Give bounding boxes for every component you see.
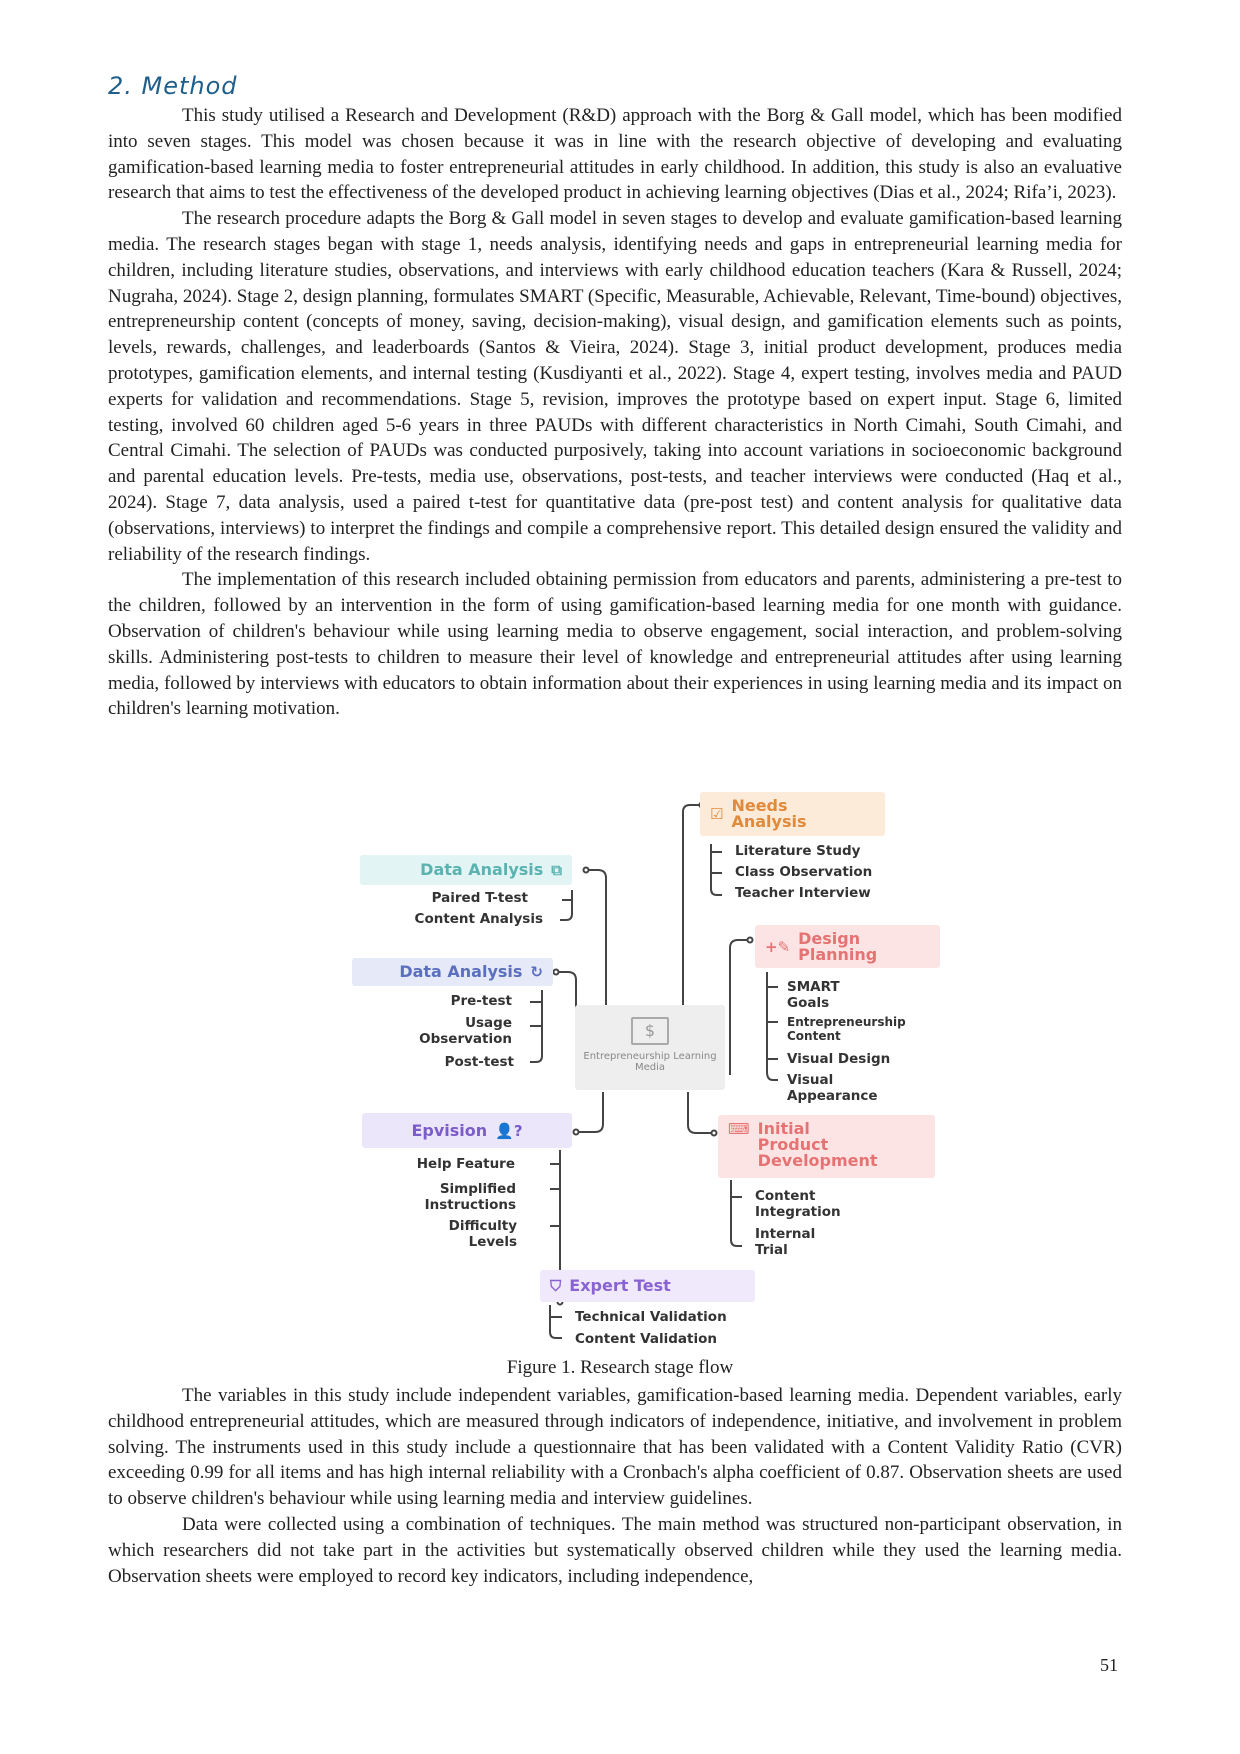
leaf: Teacher Interview <box>735 885 871 901</box>
checkbox-icon: ☑ <box>710 805 724 823</box>
leaf: Usage Observation <box>419 1015 512 1047</box>
leaf: Simplified Instructions <box>424 1181 516 1213</box>
bracket-needs <box>710 844 722 896</box>
node-design-planning: +✎ Design Planning <box>755 925 940 968</box>
design-pencil-icon: +✎ <box>765 937 791 956</box>
node-title: Needs Analysis <box>731 796 807 831</box>
bracket-trial <box>530 990 543 1063</box>
center-label: Entrepreneurship Learning Media <box>583 1051 717 1073</box>
node-revision: Epvision 👤? <box>362 1113 572 1148</box>
paragraph: Data were collected using a combination … <box>108 1513 1122 1587</box>
paragraph: The implementation of this research incl… <box>108 569 1122 720</box>
leaf: Visual Appearance <box>787 1072 878 1104</box>
shield-check-icon: ⛉ <box>550 1277 562 1295</box>
leaf: Technical Validation <box>575 1309 727 1325</box>
section-heading: 2. Method <box>108 72 238 100</box>
paragraph: The research procedure adapts the Borg &… <box>108 208 1122 565</box>
leaf: Content Analysis <box>414 911 543 927</box>
connector-initial <box>687 1092 712 1134</box>
node-data-analysis-trial: Data Analysis ↻ <box>352 958 553 986</box>
leaf: SMART Goals <box>787 979 840 1011</box>
monitor-dollar-icon: $ <box>631 1017 669 1045</box>
figure-caption: Figure 1. Research stage flow <box>506 1357 734 1378</box>
leaf: Paired T-test <box>431 890 528 906</box>
leaf: Content Validation <box>575 1331 717 1347</box>
center-node: $ Entrepreneurship Learning Media <box>575 1005 725 1090</box>
connector-revision <box>578 1092 604 1133</box>
node-title: Initial Product Development <box>757 1119 878 1170</box>
leaf: Help Feature <box>416 1156 515 1172</box>
node-expert-test: ⛉ Expert Test <box>540 1270 755 1302</box>
flowchart-icon: ⧉ <box>551 861 562 879</box>
intro-text: This study utilised a Research and Devel… <box>108 103 1122 722</box>
after-figure-text: The variables in this study include inde… <box>108 1383 1122 1589</box>
node-title: Epvision <box>411 1120 488 1140</box>
bracket-initial <box>730 1180 742 1247</box>
refresh-arrow-icon: ↻ <box>530 963 543 981</box>
node-needs-analysis: ☑ Needs Analysis <box>700 792 885 836</box>
connector-analysis <box>588 869 607 1005</box>
paragraph: The variables in this study include inde… <box>108 1385 1122 1510</box>
connector-design <box>729 939 748 1075</box>
leaf: Content Integration <box>755 1188 841 1220</box>
node-data-analysis-final: Data Analysis ⧉ <box>360 855 572 885</box>
leaf: Pre-test <box>450 993 512 1009</box>
paragraph: This study utilised a Research and Devel… <box>108 105 1122 204</box>
bracket-expert <box>549 1305 562 1339</box>
bracket-analysis <box>560 890 573 921</box>
page-number: 51 <box>1100 1655 1118 1675</box>
connector-trial <box>558 971 577 1010</box>
leaf: Post-test <box>444 1054 514 1070</box>
leaf: Difficulty Levels <box>448 1218 517 1250</box>
leaf: Visual Design <box>787 1051 891 1067</box>
leaf: Literature Study <box>735 843 861 859</box>
node-title: Expert Test <box>569 1276 671 1295</box>
node-initial-product-development: ⌨ Initial Product Development <box>718 1115 935 1178</box>
presentation-icon: ⌨ <box>728 1120 750 1138</box>
node-title: Design Planning <box>798 928 878 964</box>
leaf: Class Observation <box>735 864 873 880</box>
node-title: Data Analysis <box>399 962 523 981</box>
bracket-design <box>766 972 778 1081</box>
bracket-revision <box>550 1150 561 1300</box>
node-title: Data Analysis <box>420 860 544 879</box>
leaf: Entrepreneurship Content <box>787 1015 906 1043</box>
leaf: Internal Trial <box>755 1226 816 1258</box>
user-question-icon: 👤? <box>495 1121 523 1140</box>
connector-needs <box>682 804 700 1005</box>
